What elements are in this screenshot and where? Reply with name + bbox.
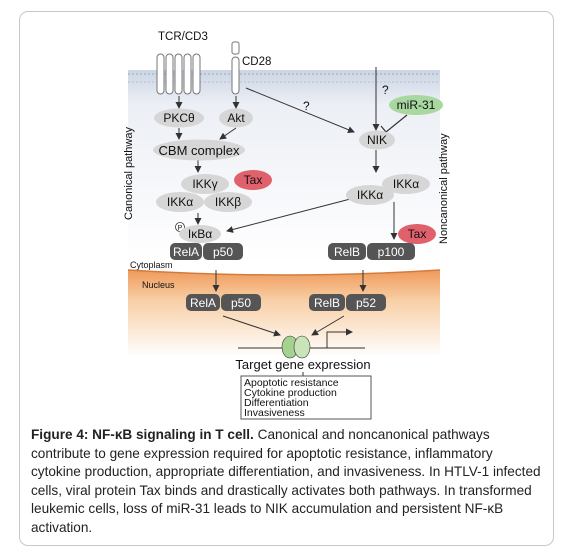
svg-text:NIK: NIK [367, 133, 387, 147]
relb-p52-nucleus: RelB p52 [309, 294, 386, 311]
arrows [175, 67, 398, 337]
nik-node: NIK [359, 130, 395, 150]
svg-text:IKKα: IKKα [357, 188, 383, 202]
svg-text:RelB: RelB [314, 296, 340, 310]
svg-text:Tax: Tax [408, 227, 427, 241]
caption-title: Figure 4: NF-κB signaling in T cell. [31, 427, 254, 442]
cbm-complex-node: CBM complex [153, 139, 245, 161]
svg-text:Tax: Tax [244, 173, 263, 187]
tax-noncanonical: Tax [398, 224, 436, 244]
nfkb-diagram: TCR/CD3 CD28 Canonical pathway Noncanoni… [123, 31, 450, 420]
outcome-item: Differentiation [244, 397, 309, 409]
svg-text:PKCθ: PKCθ [163, 111, 195, 125]
akt-node: Akt [219, 108, 253, 128]
cytoplasm-region [128, 70, 440, 263]
noncanonical-pathway-label: Noncanonical pathway [438, 133, 450, 244]
outcome-item: Cytokine production [244, 387, 337, 399]
pkc-node: PKCθ [154, 108, 204, 128]
mir31-node: miR-31 [389, 95, 443, 115]
svg-text:Akt: Akt [227, 111, 245, 125]
svg-text:IKKβ: IKKβ [215, 195, 241, 209]
question-mark: ? [382, 83, 389, 97]
svg-text:RelB: RelB [334, 245, 360, 259]
dna-promoter [238, 328, 365, 359]
svg-text:p50: p50 [231, 296, 251, 310]
tcr-receptor [156, 53, 201, 95]
svg-text:p52: p52 [356, 296, 376, 310]
tcr-label: TCR/CD3 [158, 31, 208, 43]
ikb-node: P IκBα [175, 222, 221, 243]
svg-text:CBM complex: CBM complex [159, 143, 240, 158]
rela-p50-cytoplasm: RelA p50 [170, 243, 243, 260]
svg-text:p50: p50 [213, 245, 233, 259]
nucleus-label: Nucleus [142, 280, 175, 290]
tax-canonical: Tax [234, 170, 272, 190]
cd28-label: CD28 [242, 56, 271, 68]
svg-text:IKKγ: IKKγ [192, 177, 217, 191]
cytoplasm-label: Cytoplasm [130, 260, 173, 270]
phospho-mark: P [178, 225, 183, 232]
figure-caption: Figure 4: NF-κB signaling in T cell. Can… [31, 426, 546, 537]
outcome-item: Apoptotic resistance [244, 377, 339, 389]
svg-text:IKKα: IKKα [167, 195, 193, 209]
ikk-complex: IKKγ IKKα IKKβ [156, 174, 252, 212]
svg-text:RelA: RelA [173, 245, 199, 259]
canonical-pathway-label: Canonical pathway [123, 127, 135, 220]
outcomes-box [240, 375, 372, 420]
svg-text:IκBα: IκBα [188, 227, 212, 241]
outcome-item: Invasiveness [244, 407, 305, 419]
target-gene-expression-label: Target gene expression [235, 357, 370, 372]
ikk-alpha-dimer: IKKα IKKα [346, 174, 430, 205]
cd28-receptor [231, 41, 240, 95]
rela-p50-nucleus: RelA p50 [186, 294, 261, 311]
figure-frame: TCR/CD3 CD28 Canonical pathway Noncanoni… [19, 11, 554, 546]
svg-text:miR-31: miR-31 [397, 98, 436, 112]
relb-p100-cytoplasm: RelB p100 [328, 243, 415, 260]
nuclear-membrane [127, 269, 441, 276]
question-mark: ? [303, 99, 310, 113]
svg-text:p100: p100 [378, 245, 405, 259]
caption-body: Canonical and noncanonical pathways cont… [31, 427, 541, 535]
svg-text:RelA: RelA [190, 296, 216, 310]
svg-text:IKKα: IKKα [393, 177, 419, 191]
